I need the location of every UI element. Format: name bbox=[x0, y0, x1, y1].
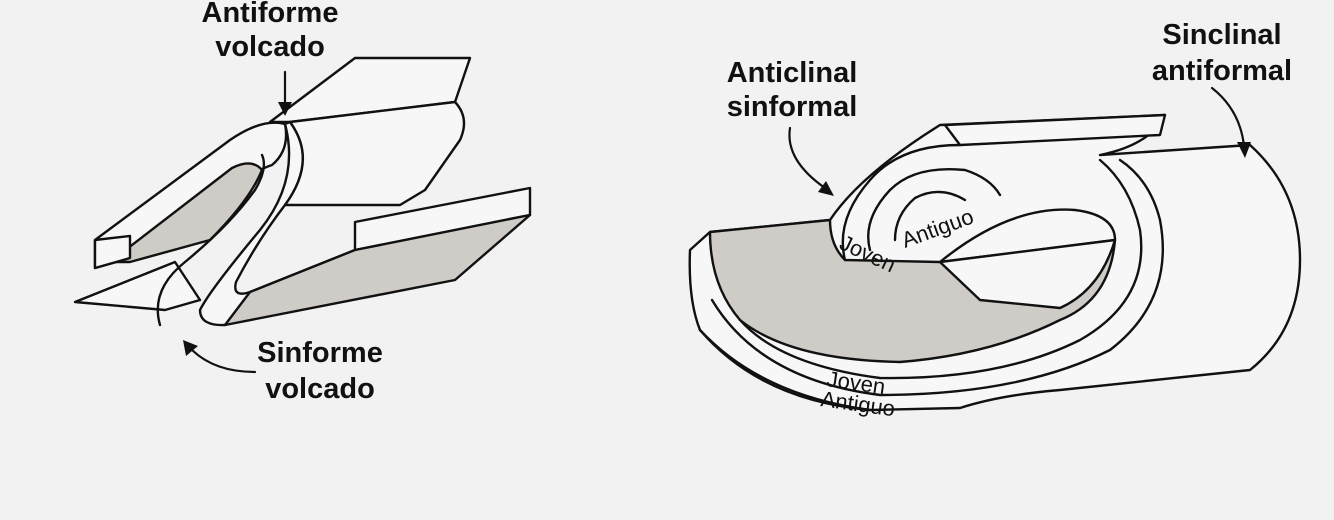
inner-arc-1 bbox=[841, 143, 962, 262]
arrow-anticlinal bbox=[788, 126, 827, 190]
arrowhead-sinclinal bbox=[1237, 142, 1251, 158]
label-volcado-top: volcado bbox=[215, 31, 325, 63]
hinge-opening-lower bbox=[938, 238, 1117, 310]
label-antiformal: antiformal bbox=[1152, 55, 1292, 87]
middle-wall bbox=[283, 100, 466, 207]
lower-limb-shade bbox=[223, 213, 532, 327]
outer-arc-1 bbox=[698, 328, 872, 412]
outer-arc-2 bbox=[738, 158, 1143, 380]
arrow-sinforme bbox=[190, 348, 257, 374]
overturned-fold-drawing bbox=[73, 56, 532, 327]
outer-arc-3 bbox=[710, 158, 1164, 397]
arrowhead-sinforme bbox=[183, 340, 198, 356]
arrow-sinclinal bbox=[1210, 86, 1246, 148]
label-sinformal: sinformal bbox=[727, 91, 858, 123]
label-volcado-bottom: volcado bbox=[265, 373, 375, 405]
label-sinforme: Sinforme bbox=[257, 337, 383, 369]
inner-arc-3 bbox=[893, 190, 967, 242]
label-sinclinal: Sinclinal bbox=[1162, 19, 1281, 51]
arrowhead-anticlinal bbox=[818, 181, 834, 196]
recumbent-fold-drawing bbox=[688, 113, 1302, 412]
label-anticlinal: Anticlinal bbox=[727, 57, 858, 89]
hinge-opening bbox=[938, 208, 1117, 264]
arrowhead-antiforme bbox=[278, 102, 292, 116]
inner-arc-2 bbox=[867, 168, 1002, 252]
outer-curve bbox=[156, 153, 266, 327]
top-strip bbox=[943, 113, 1167, 147]
label-antiforme: Antiforme bbox=[202, 0, 339, 29]
lower-plane bbox=[73, 260, 202, 312]
left-strip bbox=[93, 234, 132, 270]
